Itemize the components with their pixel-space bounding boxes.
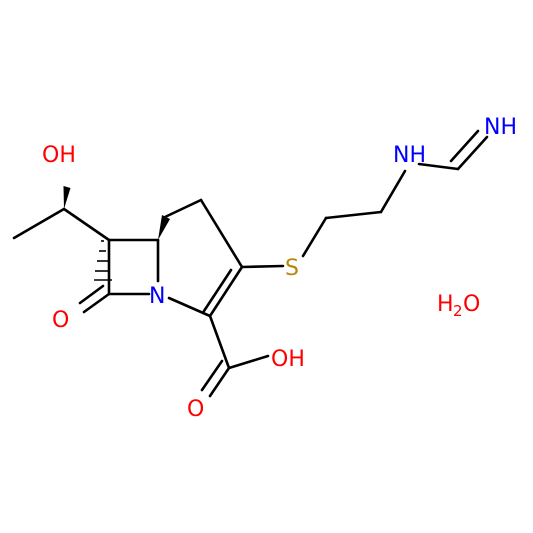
water-subscript: 2	[453, 302, 463, 320]
carboxyl-oxygen-label: O	[187, 397, 204, 422]
bond-c2-s	[240, 264, 285, 269]
bond-ch-nh-double-2	[449, 129, 480, 163]
wedge-bond-c5	[158, 215, 170, 240]
water-hydrogen: H	[437, 292, 454, 317]
bond-c5-c1	[163, 198, 203, 219]
bond-carboxyl-o-1	[208, 366, 231, 398]
bond-s-ch2	[301, 216, 328, 258]
bond-c3-carboxyl	[208, 314, 231, 370]
sulfur-label: S	[285, 256, 299, 281]
wedge-bond-hydroxyl	[63, 186, 71, 209]
bond-carboxyl-oh	[227, 354, 270, 370]
bond-c2-c3	[208, 265, 244, 318]
hydroxyl-label: OH	[42, 143, 76, 168]
bond-c3-n	[167, 296, 212, 318]
bond-methyl	[12, 207, 66, 240]
bond-ch2-ch2	[324, 210, 383, 220]
carboxyl-hydroxyl-label: OH	[271, 347, 305, 372]
ketone-oxygen-label: O	[52, 308, 69, 333]
bond-ch2-nh	[379, 169, 407, 214]
bond-ketone-2	[78, 284, 105, 305]
bond-side-chain	[62, 207, 111, 242]
bond-c1-c2	[199, 198, 244, 269]
bond-ketone-1	[82, 292, 111, 314]
ring-nitrogen-label: N	[149, 284, 165, 309]
bond-carboxyl-o-2	[200, 359, 224, 392]
water-oxygen: O	[463, 292, 480, 317]
bond-c2-c3-double	[202, 268, 233, 313]
imine-nitrogen-label: NH	[484, 115, 517, 140]
bond-nh-ch	[417, 162, 460, 171]
bond-ch-nh-double-1	[456, 135, 489, 171]
water-molecule: H 2 O	[437, 292, 480, 320]
amine-nitrogen-label: NH	[393, 143, 426, 168]
